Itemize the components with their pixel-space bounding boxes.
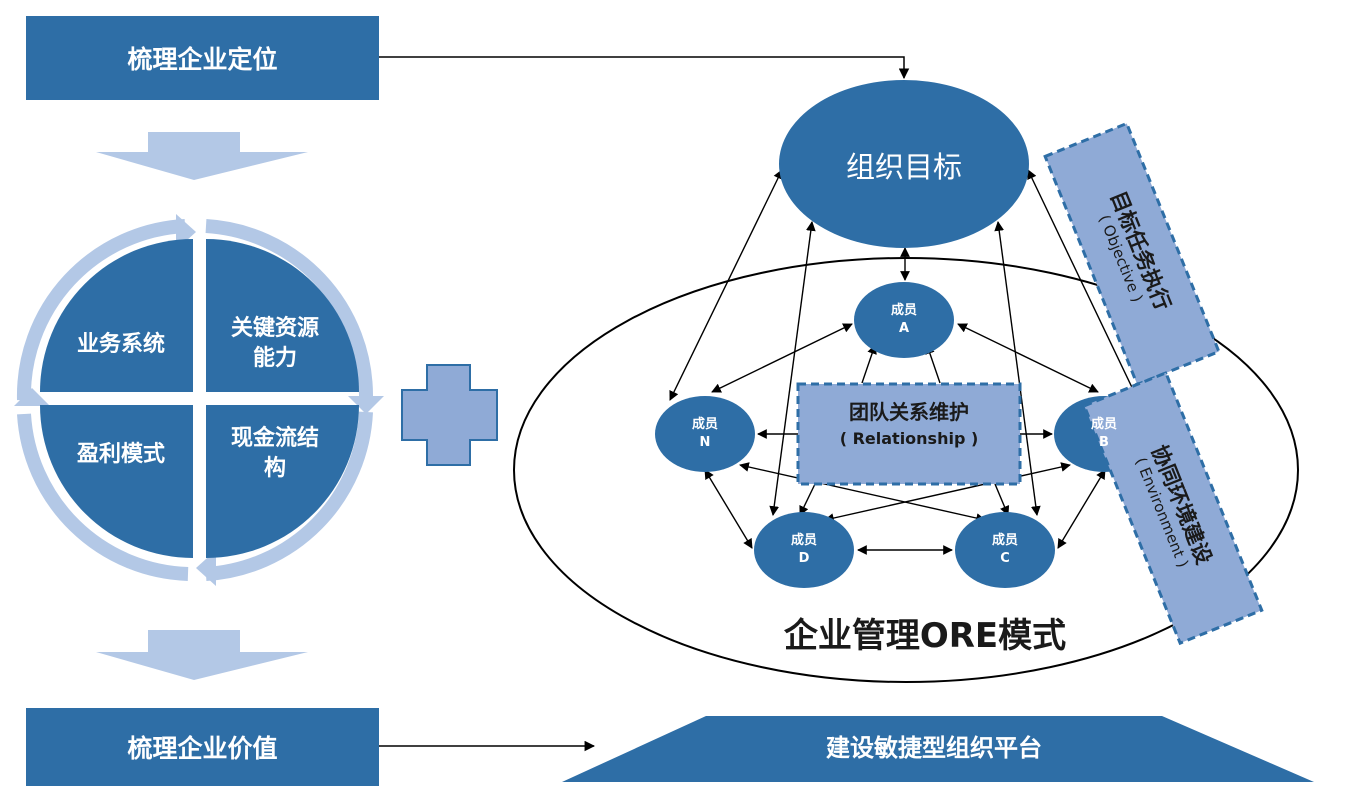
member-c-line1: 成员: [991, 533, 1018, 548]
position-box: 梳理企业定位: [26, 16, 379, 100]
model-title-text: 企业管理ORE模式: [783, 616, 1067, 656]
member-n-line2: N: [699, 435, 711, 450]
cashflow-line1: 现金流结: [230, 426, 319, 451]
environment-box: [1082, 370, 1264, 646]
key-resources-line2: 能力: [252, 346, 297, 371]
relationship-box: [796, 382, 1022, 486]
cashflow-line2: 构: [263, 456, 286, 481]
profit-model-text: 盈利模式: [76, 442, 165, 467]
goal-label: 组织目标: [780, 144, 1028, 186]
member-a-ellipse: [854, 282, 954, 358]
business-system-text: 业务系统: [76, 332, 165, 357]
relationship-line2: ( Relationship ): [839, 429, 979, 448]
member-d-ellipse: [754, 512, 854, 588]
platform-text: 建设敏捷型组织平台: [826, 734, 1042, 762]
quadrant-top-right: [206, 239, 359, 392]
position-label: 梳理企业定位: [127, 45, 278, 74]
business-system-label: 业务系统: [56, 330, 186, 360]
member-d-line1: 成员: [790, 533, 817, 548]
member-c-line2: C: [1000, 551, 1010, 566]
down-arrow-bottom: [96, 630, 308, 680]
member-d-line2: D: [798, 551, 810, 566]
member-n-label: 成员 N: [665, 416, 745, 452]
member-n-line1: 成员: [691, 417, 718, 432]
goal-ellipse: [779, 80, 1029, 248]
key-resources-line1: 关键资源: [230, 316, 319, 341]
goal-text: 组织目标: [845, 150, 962, 184]
cashflow-structure-label: 现金流结 构: [210, 424, 340, 484]
member-c-ellipse: [955, 512, 1055, 588]
value-box: 梳理企业价值: [26, 708, 379, 786]
member-b-line1: 成员: [1090, 417, 1117, 432]
member-n-ellipse: [655, 396, 755, 472]
member-c-label: 成员 C: [965, 532, 1045, 568]
relationship-label: 团队关系维护 ( Relationship ): [798, 398, 1020, 452]
key-resources-label: 关键资源 能力: [210, 314, 340, 374]
down-arrow-top: [96, 132, 308, 180]
member-a-line2: A: [898, 321, 910, 336]
platform-trapezoid: [562, 716, 1314, 782]
value-label: 梳理企业价值: [127, 734, 278, 763]
quadrant-top-left: [40, 239, 193, 392]
model-title: 企业管理ORE模式: [740, 608, 1110, 657]
member-a-label: 成员 A: [864, 302, 944, 338]
connector-position-to-goal: [379, 56, 910, 80]
plus-icon: [401, 364, 498, 466]
profit-model-label: 盈利模式: [56, 440, 186, 470]
member-d-label: 成员 D: [764, 532, 844, 568]
quadrant-bottom-left: [40, 405, 193, 558]
relationship-line1: 团队关系维护: [849, 400, 969, 424]
cycle-ring: [14, 214, 384, 586]
member-b-line2: B: [1099, 435, 1109, 450]
quadrant-bottom-right: [206, 405, 359, 558]
network-arrows: [669, 169, 1139, 555]
objective-box: [1043, 121, 1221, 387]
member-b-label: 成员 B: [1064, 416, 1144, 452]
member-a-line1: 成员: [890, 303, 917, 318]
platform-label: 建设敏捷型组织平台: [706, 728, 1162, 763]
